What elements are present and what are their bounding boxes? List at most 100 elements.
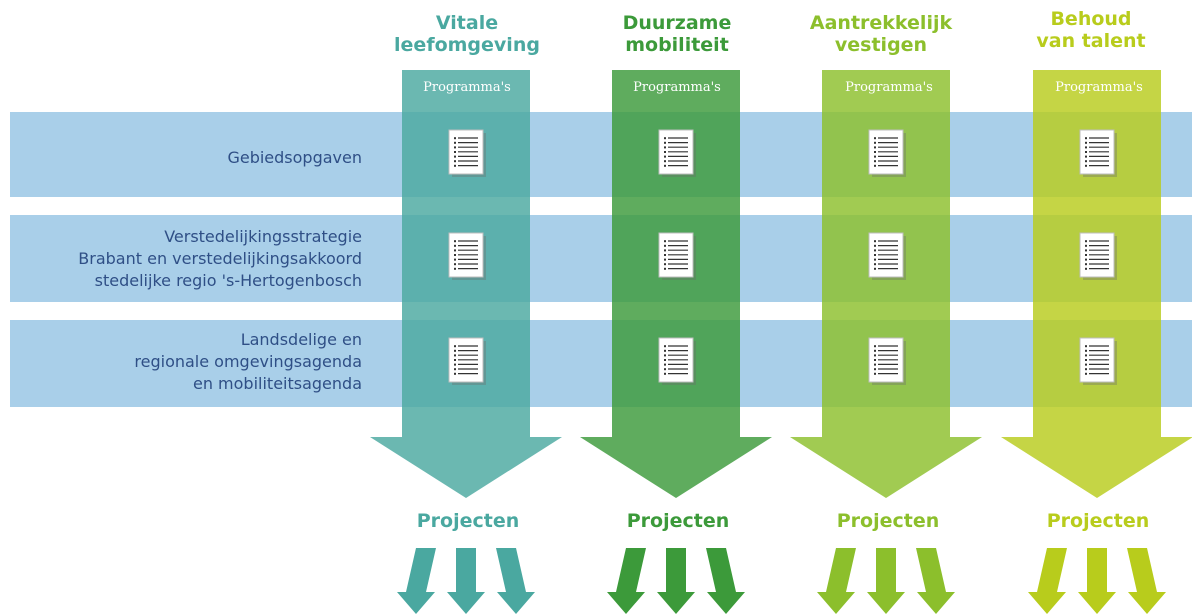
- document-icons: [448, 129, 1117, 385]
- document-bullet: [454, 244, 456, 247]
- document-bullet: [1085, 345, 1087, 348]
- document-bullet: [1085, 267, 1087, 270]
- document-bullet: [1085, 240, 1087, 243]
- arrow-down-icon: [1127, 548, 1166, 614]
- document-bullet: [664, 345, 666, 348]
- document-icon: [448, 129, 486, 177]
- document-bullet: [1085, 258, 1087, 261]
- output-arrows: [397, 548, 1166, 614]
- arrow-down-icon: [706, 548, 745, 614]
- document-bullet: [664, 354, 666, 357]
- arrow-down-icon: [607, 548, 646, 614]
- document-bullet: [454, 263, 456, 266]
- document-bullet: [1085, 155, 1087, 158]
- document-bullet: [874, 249, 876, 252]
- column-arrow-2: [790, 70, 982, 498]
- document-bullet: [454, 349, 456, 352]
- document-icon: [448, 232, 486, 280]
- document-bullet: [664, 146, 666, 149]
- document-bullet: [664, 151, 666, 153]
- document-bullet: [454, 160, 456, 163]
- document-bullet: [454, 146, 456, 149]
- document-bullet: [454, 354, 456, 357]
- document-bullet: [874, 146, 876, 149]
- document-bullet: [664, 258, 666, 261]
- document-bullet: [1085, 249, 1087, 252]
- document-bullet: [1085, 244, 1087, 247]
- document-bullet: [454, 267, 456, 270]
- projects-label-3: Projecten: [1046, 510, 1150, 532]
- arrow-down-icon: [916, 548, 955, 614]
- document-icon: [448, 337, 486, 385]
- column-arrow-1: [580, 70, 772, 498]
- document-bullet: [664, 137, 666, 140]
- document-bullet: [664, 267, 666, 270]
- document-bullet: [1085, 368, 1087, 371]
- document-bullet: [454, 345, 456, 348]
- document-icon: [1079, 129, 1117, 177]
- document-bullet: [664, 372, 666, 375]
- document-bullet: [454, 363, 456, 366]
- document-bullet: [664, 359, 666, 361]
- row-band-1: [10, 215, 1192, 302]
- arrow-down-icon: [1078, 548, 1116, 614]
- document-bullet: [1085, 359, 1087, 361]
- document-bullet: [874, 258, 876, 261]
- document-bullet: [664, 244, 666, 247]
- document-bullet: [1085, 363, 1087, 366]
- document-bullet: [454, 359, 456, 361]
- row-bands: [10, 112, 1192, 407]
- document-bullet: [664, 363, 666, 366]
- arrow-down-icon: [657, 548, 695, 614]
- document-bullet: [874, 254, 876, 256]
- document-bullet: [1085, 372, 1087, 375]
- arrow-down-icon: [447, 548, 485, 614]
- document-icon: [1079, 232, 1117, 280]
- document-icon: [868, 337, 906, 385]
- document-bullet: [1085, 151, 1087, 153]
- arrow-down-icon: [817, 548, 856, 614]
- document-bullet: [1085, 146, 1087, 149]
- document-bullet: [454, 164, 456, 167]
- document-bullet: [874, 137, 876, 140]
- projects-label-1: Projecten: [626, 510, 730, 532]
- row-label-0: Gebiedsopgaven: [227, 148, 362, 167]
- document-bullet: [874, 160, 876, 163]
- document-bullet: [664, 349, 666, 352]
- document-bullet: [664, 160, 666, 163]
- document-bullet: [874, 244, 876, 247]
- projects-label-0: Projecten: [416, 510, 520, 532]
- document-bullet: [874, 151, 876, 153]
- document-bullet: [454, 254, 456, 256]
- document-bullet: [454, 151, 456, 153]
- document-bullet: [1085, 141, 1087, 144]
- programs-label-3: Programma's: [1055, 80, 1143, 95]
- row-band-2: [10, 320, 1192, 407]
- projects-label-2: Projecten: [836, 510, 940, 532]
- document-bullet: [1085, 349, 1087, 352]
- row-label-1: Verstedelijkingsstrategie Brabant en ver…: [78, 227, 362, 290]
- document-icon: [868, 232, 906, 280]
- document-bullet: [664, 164, 666, 167]
- column-arrows: [370, 70, 1192, 498]
- arrow-down-icon: [397, 548, 436, 614]
- document-bullet: [664, 263, 666, 266]
- document-bullet: [874, 363, 876, 366]
- column-arrow-shape-0: [370, 70, 562, 498]
- document-bullet: [874, 267, 876, 270]
- document-bullet: [874, 155, 876, 158]
- document-bullet: [664, 249, 666, 252]
- column-arrow-shape-1: [580, 70, 772, 498]
- document-bullet: [874, 164, 876, 167]
- programs-label-2: Programma's: [845, 80, 933, 95]
- document-bullet: [874, 372, 876, 375]
- document-bullet: [874, 354, 876, 357]
- document-bullet: [874, 141, 876, 144]
- arrow-down-icon: [867, 548, 905, 614]
- document-icon: [868, 129, 906, 177]
- column-arrow-shape-3: [1001, 70, 1192, 498]
- document-icon: [658, 337, 696, 385]
